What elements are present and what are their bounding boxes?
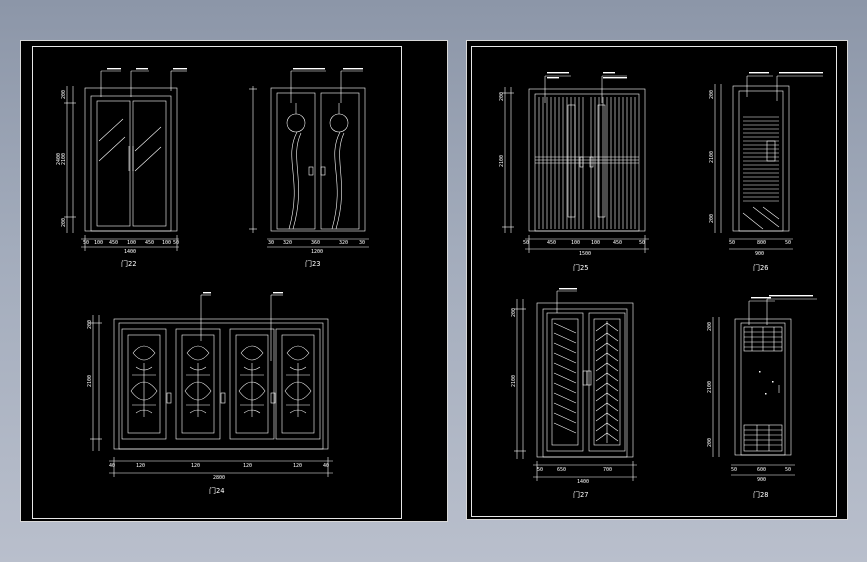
door-27-caption: 门27 [573,490,588,499]
door-28-total-width: 900 [757,477,766,483]
door-27-width-1: 50 [537,467,543,473]
door-22-width-4: 100 [127,240,136,246]
door-28-height-2: 2100 [707,381,713,393]
door-25-width-4: 100 [591,240,600,246]
door-22-width-1: 50 [83,240,89,246]
door-24-height-2: 2100 [87,375,93,387]
door-22-height-1: 200 [61,90,67,99]
sheet-right-svg: 50 450 100 100 450 50 1500 200 2100 门25 … [499,72,823,499]
door-25-caption: 门25 [573,263,588,272]
door-25-total-width: 1500 [579,251,591,257]
door-22-total-height: 2400 [56,153,62,165]
door-23-width-3: 360 [311,240,320,246]
door-24-width-2: 120 [136,463,145,469]
door-26-width-3: 50 [785,240,791,246]
door-22-width-7: 50 [173,240,179,246]
door-24-elevation [90,294,333,477]
door-25-height-1: 200 [499,92,505,101]
door-24-total-width: 2800 [213,475,225,481]
drawing-sheet-left: 50 100 450 100 450 100 50 1400 200 2100 … [20,40,448,522]
door-27-total-width: 1400 [577,479,589,485]
door-22-total-width: 1400 [124,249,136,255]
door-23-width-1: 30 [268,240,274,246]
door-23-width-2: 320 [283,240,292,246]
door-25-width-1: 50 [523,240,529,246]
door-24-height-1: 200 [87,320,93,329]
door-26-width-2: 800 [757,240,766,246]
door-24-width-3: 120 [191,463,200,469]
door-25-elevation [502,75,649,253]
door-27-elevation [514,290,637,481]
door-23-elevation [249,70,369,248]
door-26-width-1: 50 [729,240,735,246]
door-23-width-5: 30 [359,240,365,246]
door-26-louvres [743,116,779,202]
door-26-caption: 门26 [753,263,768,272]
door-24-width-5: 120 [293,463,302,469]
sheet-left-svg: 50 100 450 100 450 100 50 1400 200 2100 … [56,68,369,495]
door-28-height-1: 200 [707,322,713,331]
door-22-caption: 门22 [121,259,136,268]
door-22-width-3: 450 [109,240,118,246]
door-22-width-6: 100 [162,240,171,246]
door-24-width-6: 40 [323,463,329,469]
door-28-width-1: 50 [731,467,737,473]
annotation-marks [547,72,823,395]
door-22-height-3: 200 [61,218,67,227]
door-25-width-5: 450 [613,240,622,246]
door-23-total-width: 1200 [311,249,323,255]
door-22-height-2: 2100 [61,153,67,165]
door-22-width-2: 100 [94,240,103,246]
door-27-width-2: 650 [557,467,566,473]
sheet-frame [471,46,837,517]
annotation-marks [107,68,363,294]
door-28-width-2: 600 [757,467,766,473]
door-24-width-1: 40 [109,463,115,469]
door-26-height-3: 200 [709,214,715,223]
door-24-caption: 门24 [209,486,224,495]
sheet-frame [32,46,402,519]
door-28-elevation [712,298,817,476]
door-25-height-2: 2100 [499,155,505,167]
door-28-width-3: 50 [785,467,791,473]
door-23-width-4: 320 [339,240,348,246]
door-27-height-2: 2100 [511,375,517,387]
door-26-height-2: 2100 [709,151,715,163]
door-24-panels [121,328,321,440]
door-27-height-1: 200 [511,308,517,317]
door-25-width-6: 50 [639,240,645,246]
door-24-width-4: 120 [243,463,252,469]
door-26-height-1: 200 [709,90,715,99]
door-25-width-3: 100 [571,240,580,246]
door-25-width-2: 450 [547,240,556,246]
drawing-sheet-right: 50 450 100 100 450 50 1500 200 2100 门25 … [466,40,848,520]
door-26-elevation [714,75,823,250]
door-23-caption: 门23 [305,259,320,268]
door-24-ornament [130,345,312,417]
door-28-height-3: 200 [707,438,713,447]
door-27-herringbone [553,321,619,443]
door-26-total-width: 900 [755,251,764,257]
door-27-width-3: 700 [603,467,612,473]
door-22-elevation [64,70,187,251]
door-28-caption: 门28 [753,490,768,499]
door-22-width-5: 450 [145,240,154,246]
